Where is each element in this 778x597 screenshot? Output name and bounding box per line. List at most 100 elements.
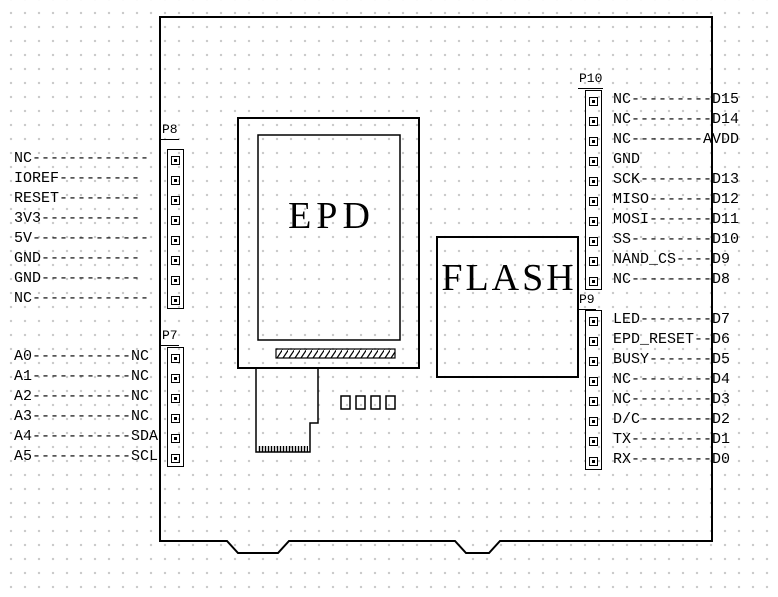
net-label: NC---------D15 [613, 91, 740, 108]
net-label: A2-----------NC [14, 388, 150, 405]
pin-pad-icon [171, 353, 180, 363]
pin-pad-icon [171, 413, 180, 423]
net-label: A4-----------SDA [14, 428, 159, 445]
net-label: 3V3----------- [14, 210, 141, 227]
pin-pad-icon [589, 376, 598, 386]
pin-pad-icon [171, 295, 180, 305]
flash-label: FLASH [441, 257, 577, 299]
pin-pad-icon [589, 96, 598, 106]
net-label: GND----------- [14, 250, 141, 267]
pin-pad-icon [589, 216, 598, 226]
p9-pin-1 [586, 311, 601, 331]
p8-pin-8 [168, 290, 183, 310]
pin-pad-icon [171, 215, 180, 225]
p9-pin-8 [586, 451, 601, 471]
net-label: A1-----------NC [14, 368, 150, 385]
p7-pin-1 [168, 348, 183, 368]
pin-pad-icon [589, 276, 598, 286]
net-label: A3-----------NC [14, 408, 150, 425]
net-label: GND----------- [14, 270, 141, 287]
p9-pin-6 [586, 411, 601, 431]
header-p8 [167, 149, 184, 309]
pin-pad-icon [589, 416, 598, 426]
net-labels-left-bottom: A0-----------NC A1-----------NC A2--------… [14, 347, 158, 467]
header-title-p7: P7 [161, 328, 179, 346]
p9-pin-4 [586, 371, 601, 391]
header-p7 [167, 347, 184, 467]
p10-pin-8 [586, 231, 601, 251]
board-outline [159, 16, 713, 554]
net-label: NAND_CS----D9 [613, 251, 731, 268]
epd-pad-4 [385, 395, 396, 410]
p10-pin-7 [586, 211, 601, 231]
p10-pin-3 [586, 131, 601, 151]
net-label: MOSI-------D11 [613, 211, 740, 228]
net-label: NC------------- [14, 290, 150, 307]
p8-pin-1 [168, 150, 183, 170]
net-label: IOREF--------- [14, 170, 141, 187]
net-label: NC---------D3 [613, 391, 731, 408]
p7-pin-5 [168, 428, 183, 448]
net-label: LED--------D7 [613, 311, 731, 328]
net-label: NC------------- [14, 150, 150, 167]
p10-pin-1 [586, 91, 601, 111]
pin-pad-icon [589, 336, 598, 346]
pin-pad-icon [171, 195, 180, 205]
pin-pad-icon [589, 136, 598, 146]
p8-pin-7 [168, 270, 183, 290]
p7-pin-6 [168, 448, 183, 468]
epd-connector-contacts [258, 446, 308, 452]
pin-pad-icon [589, 156, 598, 166]
pin-pad-icon [589, 356, 598, 366]
pin-pad-icon [171, 155, 180, 165]
net-label: A5-----------SCL [14, 448, 159, 465]
p10-pin-4 [586, 151, 601, 171]
header-title-p9: P9 [578, 292, 596, 310]
epd-pad-2 [355, 395, 366, 410]
net-label: NC---------D4 [613, 371, 731, 388]
p9-pin-3 [586, 351, 601, 371]
p7-pin-4 [168, 408, 183, 428]
header-p10 [585, 90, 602, 290]
p8-pin-2 [168, 170, 183, 190]
pin-pad-icon [171, 175, 180, 185]
net-label: RX---------D0 [613, 451, 731, 468]
pin-pad-icon [171, 393, 180, 403]
pin-pad-icon [171, 255, 180, 265]
p10-pin-2 [586, 111, 601, 131]
header-title-p10: P10 [578, 71, 604, 89]
net-label: NC--------AVDD [613, 131, 740, 148]
pin-pad-icon [171, 275, 180, 285]
p8-pin-3 [168, 190, 183, 210]
net-label: D/C--------D2 [613, 411, 731, 428]
p9-pin-5 [586, 391, 601, 411]
net-label: MISO-------D12 [613, 191, 740, 208]
net-label: TX---------D1 [613, 431, 731, 448]
net-label: EPD_RESET--D6 [613, 331, 731, 348]
epd-pad-1 [340, 395, 351, 410]
p9-pin-7 [586, 431, 601, 451]
pin-pad-icon [589, 116, 598, 126]
net-label: BUSY-------D5 [613, 351, 731, 368]
epd-module-outline [237, 117, 420, 369]
p9-pin-2 [586, 331, 601, 351]
p8-pin-5 [168, 230, 183, 250]
net-label: A0-----------NC [14, 348, 150, 365]
pin-pad-icon [171, 235, 180, 245]
p10-pin-10 [586, 271, 601, 291]
flash-outline [436, 236, 579, 378]
pin-pad-icon [589, 256, 598, 266]
p7-pin-3 [168, 388, 183, 408]
header-title-p8: P8 [161, 122, 179, 140]
net-label: 5V------------- [14, 230, 150, 247]
p10-pin-5 [586, 171, 601, 191]
epd-hatched-bar [275, 348, 396, 359]
net-label: RESET--------- [14, 190, 141, 207]
pin-pad-icon [589, 396, 598, 406]
p7-pin-2 [168, 368, 183, 388]
net-label: SS---------D10 [613, 231, 740, 248]
pin-pad-icon [589, 236, 598, 246]
